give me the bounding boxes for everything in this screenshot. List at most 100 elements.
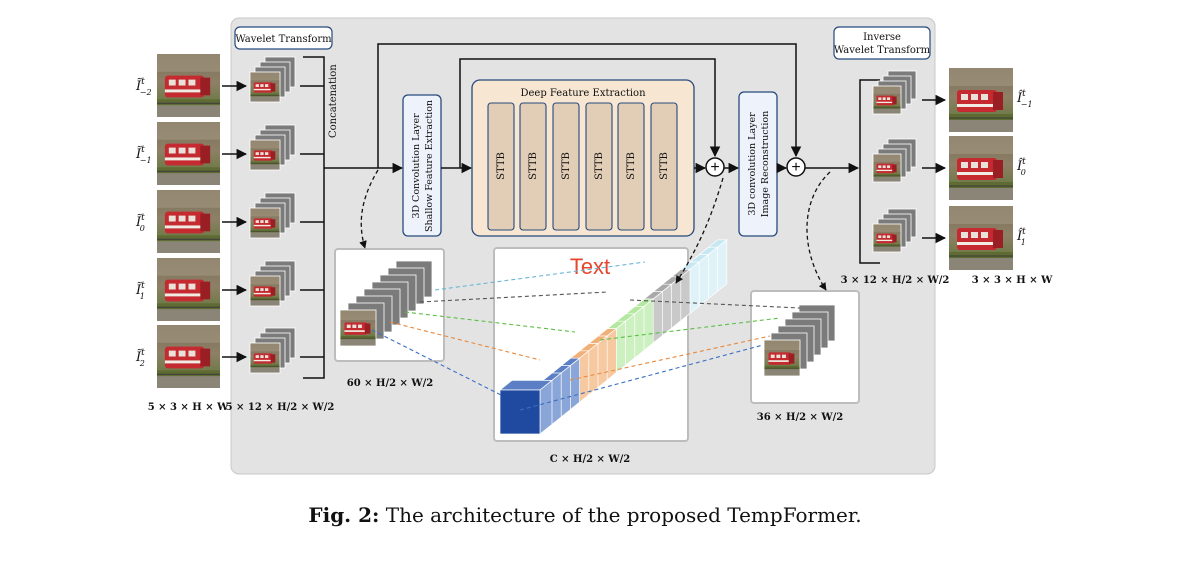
concatenation-bracket [303,56,325,379]
feature-correspondence-lines [371,261,801,411]
correspondence-line [404,311,576,333]
concatenation-label: Concatenation [328,64,339,138]
caption-text: The architecture of the proposed TempFor… [379,503,861,527]
sttb-stages: STTB STTB STTB STTB STTB STTB [487,102,678,231]
wavelet-stacks [249,56,324,374]
wavelet-stack [249,124,296,171]
inverse-stack-front [873,154,901,182]
inverse-stack [872,138,917,183]
correspondence-line [419,291,609,303]
zoom-arrow-deep [675,177,724,284]
wavelet-stack-front-border [249,342,281,374]
dimension-inverse: 3 × 12 × H/2 × W/2 [841,275,950,286]
dimension-shallow: 60 × H/2 × W/2 [347,378,434,389]
deep-feature-cubes [499,239,728,435]
residual-add-1-symbol: + [710,159,719,176]
inverse-wavelet-line2: Wavelet Transform [834,45,931,56]
inverse-wavelet-line1: Inverse [863,32,901,43]
output-frame [949,68,1013,132]
correspondence-line [569,335,771,381]
cube-blue [499,379,553,435]
inverse-stacks [872,70,947,253]
dimension-output: 3 × 3 × H × W [972,275,1053,286]
correspondence-line [434,261,646,291]
dimension-labels: 5 × 3 × H × W5 × 12 × H/2 × W/2 60 × H/2 … [148,275,1053,465]
reconstruction-conv-line1: 3D convolution Layer [747,112,758,216]
sttb-block [552,102,580,231]
caption-label: Fig. 2: [308,503,379,527]
sttb-label: STTB [659,152,670,180]
text-overlay: Text [570,254,610,279]
shallow-layer-front [340,310,376,346]
inverse-stack-front [873,224,901,252]
recon-layer-front [764,340,800,376]
wavelet-label-box [234,26,333,50]
input-frame [157,325,220,388]
input-frames [157,54,248,388]
inverse-stack [872,208,917,253]
wavelet-stack-front [250,276,280,306]
inverse-stack [872,70,917,115]
sttb-label: STTB [528,152,539,180]
reconstruction-conv-line2: Image Reconstruction [760,111,771,217]
input-frame-label: Ĩt−1 [135,145,152,165]
sttb-label: STTB [626,152,637,180]
wavelet-stack [249,260,296,307]
sttb-block [585,102,613,231]
sttb-block [487,102,515,231]
residual-add-2-symbol: + [791,159,800,176]
sttb-label: STTB [561,152,572,180]
wavelet-stack-front-border [249,71,281,103]
wavelet-stack-front [250,208,280,238]
output-frame-label: Ît−1 [1016,89,1033,109]
inverse-stack-front-border [872,223,902,253]
shallow-conv-line2: Shallow Feature Extraction [424,100,435,232]
correspondence-line [599,317,781,341]
figure-caption: Fig. 2: The architecture of the proposed… [308,503,861,527]
recon-layer-front-border [763,339,801,377]
shallow-layer [339,260,433,347]
residual-skip-connection [459,58,721,168]
input-frame [157,190,220,253]
zoom-arrow-recon [806,171,831,291]
inverse-stack-front-border [872,153,902,183]
wavelet-stack-front-border [249,207,281,239]
shallow-conv-block [402,94,442,237]
output-frame [949,206,1013,270]
sttb-label: STTB [496,152,507,180]
correspondence-line [629,299,801,309]
residual-add-1 [705,157,725,177]
deep-feature-title: Deep Feature Extraction [520,88,646,99]
output-frames [949,68,1013,270]
wavelet-stack-front [250,140,280,170]
zoom-arrow-shallow [359,169,379,249]
reconstruction-conv-block [738,91,778,237]
shallow-conv-line1: 3D Convolution Layer [411,113,422,219]
sttb-block [519,102,547,231]
correspondence-line [389,321,541,361]
global-skip-connection [377,43,802,168]
dimension-wavelet: 5 × 12 × H/2 × W/2 [226,402,335,413]
sttb-label: STTB [594,152,605,180]
inverse-stack-front-border [872,85,902,115]
input-frame [157,122,220,185]
wavelet-stack [249,192,296,239]
recon-layer [763,304,836,377]
wavelet-label: Wavelet Transform [235,34,332,45]
sttb-block [650,102,678,231]
shallow-layer-front-border [339,309,377,347]
input-frame-label: Ĩt−2 [135,77,152,97]
inverse-wavelet-label-box [833,26,931,60]
inverse-stack-front [873,86,901,114]
dimension-input: 5 × 3 × H × W [148,402,229,413]
sttb-block [617,102,645,231]
dimension-recon: 36 × H/2 × W/2 [757,412,844,423]
